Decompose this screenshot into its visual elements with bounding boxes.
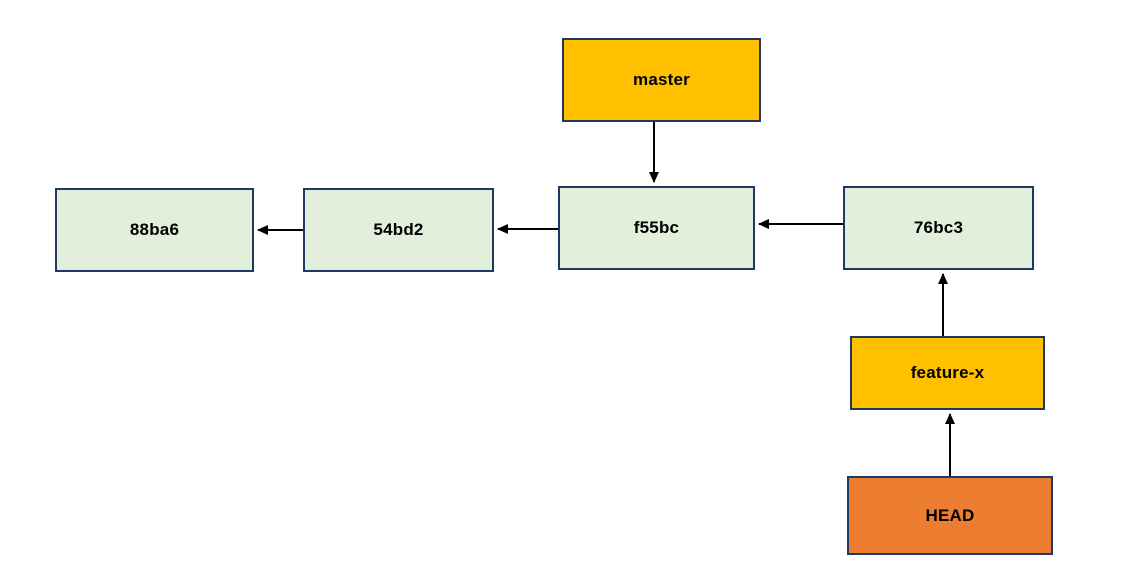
branch-node-master: master [562,38,761,122]
commit-node-88ba6: 88ba6 [55,188,254,272]
commit-label-76bc3: 76bc3 [913,218,964,237]
branch-node-feature-x: feature-x [850,336,1045,410]
head-label: HEAD [925,505,975,525]
branch-label-master: master [633,70,690,89]
commit-label-f55bc: f55bc [633,218,680,237]
commit-node-76bc3: 76bc3 [843,186,1034,270]
commit-node-f55bc: f55bc [558,186,755,270]
commit-label-88ba6: 88ba6 [129,220,180,239]
branch-label-feature-x: feature-x [910,363,985,382]
commit-node-54bd2: 54bd2 [303,188,494,272]
head-node: HEAD [847,476,1053,555]
commit-label-54bd2: 54bd2 [373,220,424,239]
